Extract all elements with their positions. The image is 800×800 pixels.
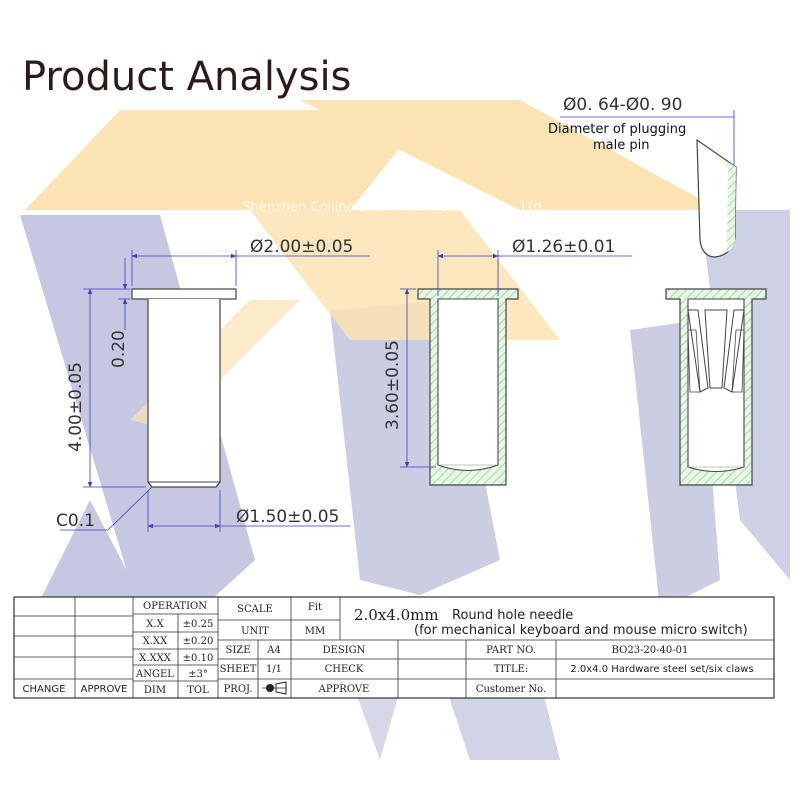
tb-desc-line2: (for mechanical keyboard and mouse micro… <box>414 623 748 638</box>
chamfer-label: C0.1 <box>56 511 95 531</box>
tb-title-label: TITLE: <box>494 664 529 675</box>
bottom-diameter-label: Ø1.50±0.05 <box>236 507 339 527</box>
tb-dim: DIM <box>144 685 166 696</box>
tb-xxx: X.XX <box>143 636 168 647</box>
tb-xx: X.X <box>146 619 164 630</box>
tb-desc-line1: Round hole needle <box>452 608 573 623</box>
tb-customer-label: Customer No. <box>476 684 546 695</box>
projection-symbol <box>262 681 287 695</box>
tb-unit-val: MM <box>305 626 325 637</box>
tb-sheet-val: 1/1 <box>266 664 282 675</box>
page-title: Product Analysis <box>22 54 351 100</box>
height-label: 4.00±0.05 <box>66 362 86 452</box>
tb-approve-left: APPROVE <box>81 684 128 695</box>
pin-label-line2: male pin <box>593 138 649 153</box>
tb-xxx-tol: ±0.20 <box>183 636 214 647</box>
tb-scale-val: Fit <box>308 602 322 613</box>
tb-approve-mid: APPROVE <box>318 684 370 695</box>
tb-check: CHECK <box>325 664 364 675</box>
tb-part-no: BO23-20-40-01 <box>612 645 689 656</box>
male-pin: Ø0. 64-Ø0. 90 Diameter of plugging male … <box>548 95 737 258</box>
pin-diameter-label: Ø0. 64-Ø0. 90 <box>563 95 682 115</box>
tb-operation: OPERATION <box>143 601 207 612</box>
tb-tol: TOL <box>187 685 209 696</box>
tb-title-val: 2.0x4.0 Hardware steel set/six claws <box>570 664 753 675</box>
tb-angel: ANGEL <box>135 669 174 680</box>
outer-view: Ø2.00±0.05 4.00±0.05 0.20 Ø1.50±0.05 C0.… <box>56 237 370 532</box>
tb-size-val: A4 <box>266 645 281 656</box>
pin-label-line1: Diameter of plugging <box>548 122 686 137</box>
tb-unit: UNIT <box>241 626 269 637</box>
tb-change: CHANGE <box>23 684 66 695</box>
tb-size: SIZE <box>225 645 250 656</box>
top-diameter-label: Ø2.00±0.05 <box>250 237 353 257</box>
tb-xxxx: X.XXX <box>139 653 172 664</box>
tb-desc-size: 2.0x4.0mm <box>354 606 439 624</box>
tb-scale: SCALE <box>237 604 273 615</box>
watermark-text: Shenzhen Collino Electronic Industrial C… <box>242 200 546 215</box>
tb-xxxx-tol: ±0.10 <box>183 653 214 664</box>
claw-section-view <box>665 288 767 486</box>
tb-proj: PROJ. <box>224 684 253 695</box>
tb-angel-tol: ±3° <box>188 669 208 680</box>
flange-thickness-label: 0.20 <box>109 330 129 368</box>
tb-design: DESIGN <box>323 645 366 656</box>
title-block: CHANGE APPROVE OPERATION X.X ±0.25 X.XX … <box>13 596 775 699</box>
tb-part-no-label: PART NO. <box>486 645 536 656</box>
inner-diameter-label: Ø1.26±0.01 <box>512 237 615 257</box>
tb-sheet: SHEET <box>220 664 257 675</box>
depth-label: 3.60±0.05 <box>383 340 403 430</box>
section-view: Ø1.26±0.01 3.60±0.05 <box>383 237 632 486</box>
tb-xx-tol: ±0.25 <box>183 619 214 630</box>
